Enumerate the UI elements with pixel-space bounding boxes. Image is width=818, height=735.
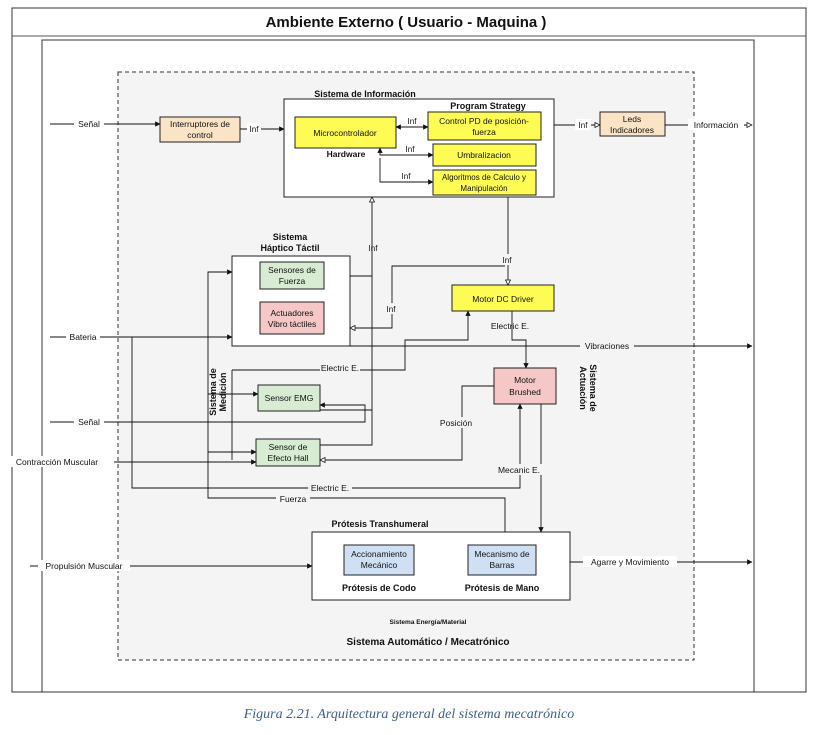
edge-label-electric-haptic: Electric E. (321, 363, 359, 373)
actuadores-box (259, 301, 325, 335)
edge-label-electric-driver: Electric E. (491, 321, 529, 331)
interruptores-box (159, 116, 241, 143)
mecanismo-label-1: Mecanismo de (474, 549, 530, 559)
control-pd-label-2: fuerza (472, 127, 496, 137)
sensores-fuerza-box (259, 261, 325, 290)
medicion-label-2: Medición (218, 372, 228, 411)
motor-brushed-label-2: Brushed (509, 387, 541, 397)
edge-label-senal-bottom: Señal (78, 417, 100, 427)
protesis-codo-label: Prótesis de Codo (342, 583, 417, 593)
actuacion-label-2: Actuación (578, 366, 588, 410)
edge-label-fuerza: Fuerza (280, 494, 307, 504)
algoritmos-box (432, 169, 537, 196)
sensores-fuerza-label-1: Sensores de (268, 265, 316, 275)
leds-label-2: Indicadores (610, 125, 654, 135)
architecture-diagram: Ambiente Externo ( Usuario - Maquina ) S… (11, 7, 807, 693)
edge-label-informacion: Información (694, 120, 739, 130)
leds-label-1: Leds (623, 114, 641, 124)
actuacion-label-1: Sistema de (588, 364, 598, 412)
algoritmos-label-1: Algoritmos de Calculo y (442, 173, 526, 182)
sensor-emg-label: Sensor EMG (265, 393, 314, 403)
edge-label-mecanic: Mecanic E. (498, 465, 540, 475)
microcontrolador-label: Microcontrolador (313, 128, 376, 138)
sensores-fuerza-label-2: Fuerza (279, 276, 306, 286)
edge-label-vibraciones: Vibraciones (585, 341, 629, 351)
medicion-label-1: Sistema de (208, 368, 218, 416)
protesis-mano-label: Prótesis de Mano (465, 583, 540, 593)
hardware-label: Hardware (327, 149, 366, 159)
actuadores-label-1: Actuadores (271, 308, 314, 318)
edge-label-inf-driver: Inf (503, 256, 513, 265)
figure-caption: Figura 2.21. Arquitectura general del si… (243, 707, 575, 722)
edge-label-inf-umbral: Inf (406, 145, 416, 154)
accionamiento-box (343, 544, 415, 576)
edge-label-inf-actuadores: Inf (387, 305, 397, 314)
sensor-hall-box (255, 438, 321, 467)
motor-brushed-box (493, 367, 557, 405)
accionamiento-label-2: Mecánico (361, 560, 398, 570)
edge-label-posicion: Posición (440, 418, 472, 428)
mecanismo-label-2: Barras (489, 560, 514, 570)
edge-label-electric-motor: Electric E. (311, 483, 349, 493)
mecanismo-box (467, 544, 537, 576)
edge-label-propulsion: Propulsión Muscular (45, 561, 122, 571)
edge-label-senal-top: Señal (78, 119, 100, 129)
actuadores-label-2: Vibro táctiles (268, 319, 317, 329)
microcontrolador-box (294, 116, 397, 149)
motor-driver-box (451, 284, 555, 312)
motor-brushed-label-1: Motor (514, 375, 536, 385)
control-pd-box (427, 111, 542, 141)
haptic-title-2: Háptico Táctil (260, 243, 319, 253)
edge-label-contraccion: Contracción Muscular (16, 457, 98, 467)
system-title: Sistema Automático / Mecatrónico (347, 637, 510, 648)
accionamiento-label-1: Accionamiento (351, 549, 407, 559)
interruptores-label-2: control (187, 130, 213, 140)
motor-driver-label: Motor DC Driver (472, 294, 534, 304)
outer-title: Ambiente Externo ( Usuario - Maquina ) (266, 14, 547, 31)
sensor-hall-label-2: Efecto Hall (267, 453, 308, 463)
umbralizacion-label: Umbralizacion (457, 150, 511, 160)
edge-label-bateria: Bateria (70, 332, 97, 342)
program-strategy-title: Program Strategy (450, 101, 526, 111)
edge-label-agarre: Agarre y Movimiento (591, 557, 669, 567)
energy-system-label: Sistema Energía/Material (390, 619, 467, 626)
sensor-hall-label-1: Sensor de (269, 442, 308, 452)
edge-label-inf-interruptores: Inf (250, 125, 260, 134)
control-pd-label-1: Control PD de posición- (439, 116, 529, 126)
edge-label-inf-pd: Inf (408, 117, 418, 126)
information-system-title: Sistema de Información (314, 89, 416, 99)
edge-label-inf-leds: Inf (579, 121, 589, 130)
sensor-emg-box (257, 384, 321, 412)
leds-box (599, 111, 666, 137)
edge-label-inf-algoritmos: Inf (402, 172, 412, 181)
algoritmos-label-2: Manipulación (460, 184, 507, 193)
edge-label-inf-haptic: Inf (369, 244, 379, 253)
protesis-title: Prótesis Transhumeral (331, 519, 428, 529)
haptic-title-1: Sistema (273, 232, 309, 242)
interruptores-label-1: Interruptores de (170, 119, 230, 129)
